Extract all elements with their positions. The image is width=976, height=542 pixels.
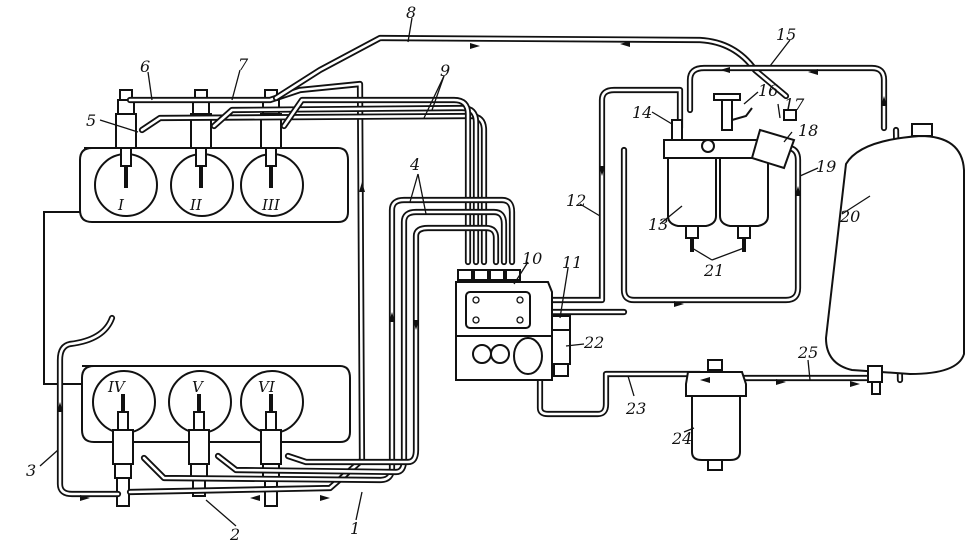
callout-20: 20 xyxy=(839,207,860,226)
callout-12: 12 xyxy=(566,191,586,210)
coarse-filter xyxy=(685,359,747,471)
injector-iii xyxy=(260,89,282,188)
callout-14: 14 xyxy=(632,103,652,122)
cylinder-label-v: V xyxy=(192,378,205,396)
injection-pump xyxy=(455,269,553,381)
injectors xyxy=(112,89,282,507)
flow-arrows xyxy=(57,41,887,501)
priming-pump xyxy=(551,315,571,377)
callout-13: 13 xyxy=(648,215,668,234)
callout-4: 4 xyxy=(409,155,420,174)
cylinder-label-ii: II xyxy=(189,196,203,214)
callout-6: 6 xyxy=(140,57,150,76)
leader-lines xyxy=(39,17,871,527)
callout-11: 11 xyxy=(562,253,582,272)
callout-24: 24 xyxy=(671,429,692,448)
injector-iv xyxy=(112,394,134,507)
cylinder-label-iv: IV xyxy=(107,378,127,396)
cylinder-label-iii: III xyxy=(261,196,281,214)
callout-17: 17 xyxy=(784,95,805,114)
callout-22: 22 xyxy=(583,333,604,352)
callout-21: 21 xyxy=(703,261,724,280)
callout-labels: 1 2 3 4 5 6 7 8 9 10 11 12 13 14 15 16 1… xyxy=(26,3,860,542)
callout-3: 3 xyxy=(26,461,36,480)
callout-5: 5 xyxy=(86,111,96,130)
callout-23: 23 xyxy=(625,399,646,418)
fuel-pipes xyxy=(56,34,904,498)
injector-i xyxy=(115,89,137,188)
cylinder-label-i: I xyxy=(117,196,125,214)
callout-25: 25 xyxy=(797,343,818,362)
callout-15: 15 xyxy=(776,25,796,44)
injector-v xyxy=(188,394,210,497)
fine-filter xyxy=(663,93,797,252)
callout-16: 16 xyxy=(758,81,778,100)
cylinder-label-vi: VI xyxy=(258,378,276,396)
callout-10: 10 xyxy=(522,249,542,268)
callout-8: 8 xyxy=(406,3,416,22)
fuel-tank xyxy=(824,123,965,395)
injector-ii xyxy=(190,89,212,188)
callout-19: 19 xyxy=(816,157,836,176)
callout-1: 1 xyxy=(350,519,360,538)
callout-9: 9 xyxy=(440,61,450,80)
callout-18: 18 xyxy=(798,121,818,140)
callout-7: 7 xyxy=(238,55,249,74)
callout-2: 2 xyxy=(229,525,240,542)
cylinder-numerals: I II III IV V VI xyxy=(107,196,281,396)
